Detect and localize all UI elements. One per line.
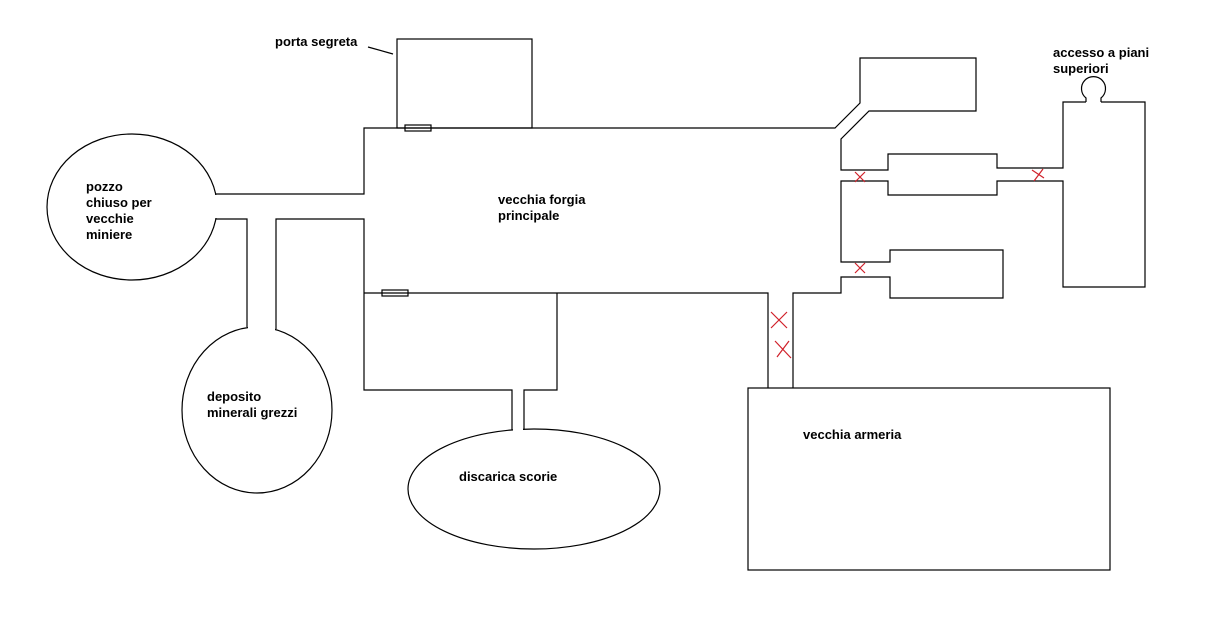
- room-armeria: [747, 387, 1111, 571]
- blocked-x-icon: [774, 340, 792, 359]
- blocked-x-icon: [1031, 168, 1045, 182]
- label-discarica: discarica scorie: [459, 469, 557, 484]
- secret-door-leader: [367, 46, 394, 55]
- room-vecchia-forgia: [216, 57, 1146, 430]
- label-accesso: accesso a piani superiori: [1053, 45, 1153, 76]
- door-discarica: [381, 289, 409, 297]
- secret-door: [404, 124, 432, 132]
- stair-access: [1080, 76, 1107, 102]
- blocked-x-icon: [770, 311, 788, 329]
- label-pozzo: pozzo chiuso per vecchie miniere: [86, 179, 155, 242]
- label-armeria: vecchia armeria: [803, 427, 902, 442]
- label-deposito: deposito minerali grezzi: [207, 389, 297, 420]
- blocked-markers: [770, 168, 1045, 359]
- room-secret: [396, 38, 533, 129]
- label-porta-segreta: porta segreta: [275, 34, 358, 49]
- room-deposito: [181, 320, 333, 494]
- room-pozzo: [46, 133, 221, 281]
- room-discarica: [407, 425, 661, 550]
- blocked-x-icon: [854, 262, 866, 274]
- blocked-x-icon: [854, 171, 866, 183]
- label-forgia: vecchia forgia principale: [498, 192, 589, 223]
